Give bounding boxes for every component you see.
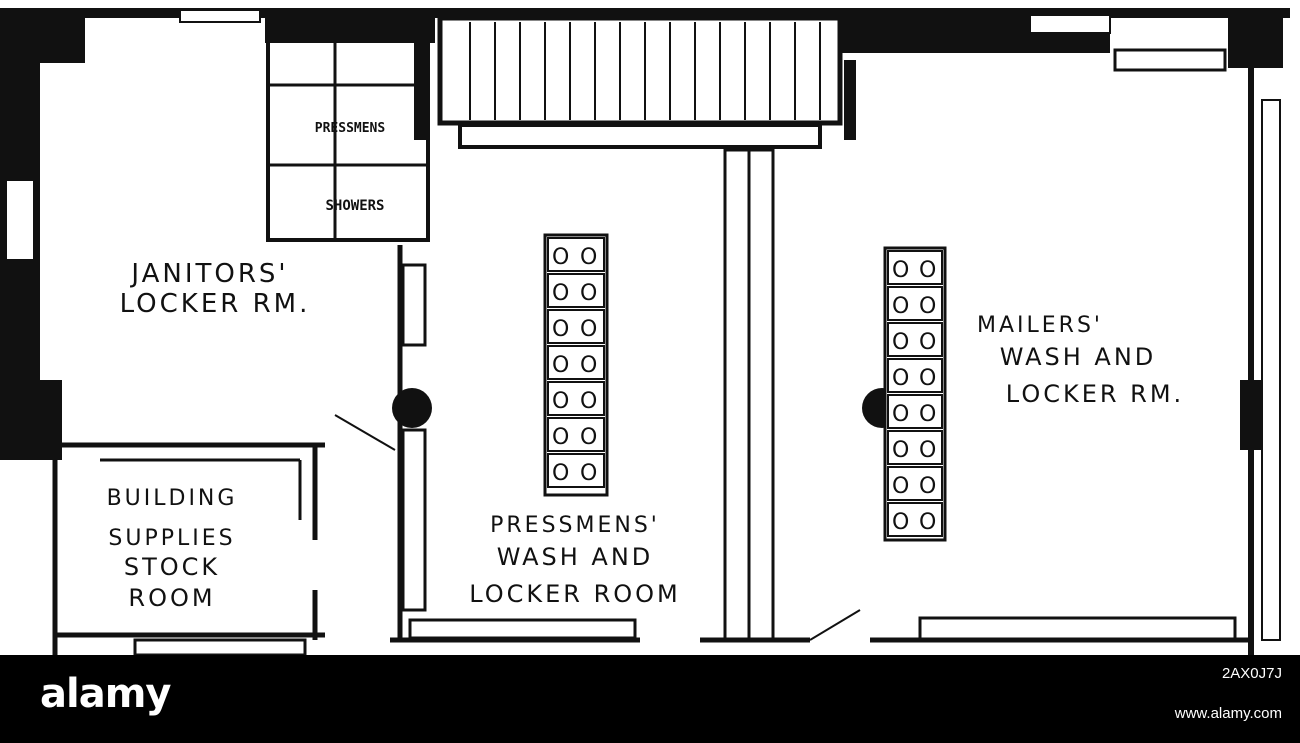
basin-glyph: O [919, 474, 936, 499]
label-building-3: STOCK [124, 553, 220, 581]
basin-pair [887, 286, 943, 321]
basin-glyph: O [580, 245, 597, 270]
basin-glyph: O [580, 389, 597, 414]
basin-glyph: O [580, 425, 597, 450]
basin-glyph: O [919, 366, 936, 391]
basin-glyph: O [892, 294, 909, 319]
basin-glyph: O [552, 353, 569, 378]
top-wall [0, 8, 1290, 18]
basin-glyph: O [919, 402, 936, 427]
shower-stalls [266, 36, 430, 242]
basin-glyph: O [892, 438, 909, 463]
right-wall [1248, 60, 1254, 655]
label-janitors-1: JANITORS' [129, 259, 288, 289]
basin-glyph: O [919, 294, 936, 319]
window-left-side [5, 179, 35, 261]
basin-pair [547, 381, 605, 416]
basin-glyph: O [552, 389, 569, 414]
basin-glyph: O [919, 438, 936, 463]
partitions [52, 245, 1250, 655]
image-id: 2AX0J7J [1221, 665, 1282, 682]
basin-glyph: O [892, 474, 909, 499]
locker-rows [133, 48, 1237, 655]
window-right-side [1261, 99, 1281, 641]
label-pressmens-showers-1: PRESSMENS [315, 121, 386, 136]
basin-glyph: O [892, 402, 909, 427]
alamy-logo: alamy [40, 671, 171, 717]
windows [5, 9, 1281, 641]
stair-grating [414, 15, 856, 149]
basin-glyph: O [580, 353, 597, 378]
room-labels: JANITORS' LOCKER RM. PRESSMENS SHOWERS B… [107, 121, 1184, 612]
window-top-left [179, 9, 261, 23]
label-pressmens-1: PRESSMENS' [490, 513, 660, 538]
label-pressmens-2: WASH AND [497, 543, 654, 571]
watermark-banner: alamy 2AX0J7J www.alamy.com [0, 655, 1300, 743]
basin-pair [547, 309, 605, 344]
door-swings [334, 414, 861, 641]
label-pressmens-3: LOCKER ROOM [469, 580, 681, 608]
columns [392, 388, 902, 428]
basin-glyph: O [919, 258, 936, 283]
basin-glyph: O [892, 330, 909, 355]
label-building-1: BUILDING [107, 486, 238, 511]
basin-glyph: O [580, 317, 597, 342]
window-top-right [1029, 14, 1111, 34]
label-pressmens-showers-2: SHOWERS [325, 198, 384, 214]
basin-pair [547, 273, 605, 308]
basin-pair [887, 466, 943, 501]
top-right-corner-block [1228, 8, 1283, 68]
label-mailers-1: MAILERS' [977, 313, 1103, 338]
basin-pair [887, 250, 943, 285]
basin-pair [887, 502, 943, 537]
basin-pair [887, 394, 943, 429]
basin-pair [887, 358, 943, 393]
basin-glyph: O [552, 281, 569, 306]
basin-pair [547, 237, 605, 272]
basin-pair [887, 322, 943, 357]
basin-glyph: O [552, 461, 569, 486]
basin-glyph: O [892, 510, 909, 535]
basin-glyph: O [580, 461, 597, 486]
basin-glyph: O [580, 281, 597, 306]
basin-pair [547, 417, 605, 452]
basin-pair [547, 345, 605, 380]
left-pier [0, 380, 62, 460]
label-building-2: SUPPLIES [108, 526, 235, 551]
basin-glyph: O [919, 510, 936, 535]
basin-glyph: O [552, 317, 569, 342]
basin-glyph: O [552, 425, 569, 450]
column-left [392, 388, 432, 428]
site-url: www.alamy.com [1174, 705, 1282, 722]
label-mailers-2: WASH AND [1000, 343, 1157, 371]
basin-glyph: O [919, 330, 936, 355]
basin-glyph: O [552, 245, 569, 270]
label-janitors-2: LOCKER RM. [120, 289, 311, 319]
label-building-4: ROOM [128, 584, 215, 612]
basin-glyph: O [892, 258, 909, 283]
label-mailers-3: LOCKER RM. [1006, 380, 1184, 408]
basin-pair [887, 430, 943, 465]
basin-pair [547, 453, 605, 488]
basin-glyph: O [892, 366, 909, 391]
